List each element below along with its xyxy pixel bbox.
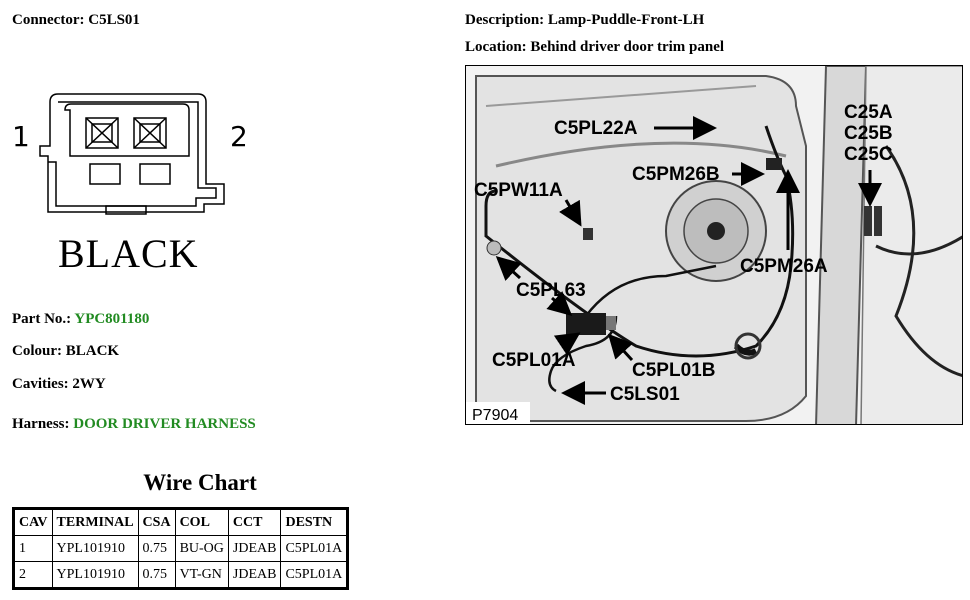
callout-c25a: C25A <box>844 102 893 123</box>
harness: Harness: DOOR DRIVER HARNESS <box>12 416 256 433</box>
location-value: Behind driver door trim panel <box>530 39 725 55</box>
description-value: Lamp-Puddle-Front-LH <box>547 12 705 28</box>
colour: Colour: BLACK <box>12 343 119 360</box>
cell-terminal: YPL101910 <box>51 535 139 562</box>
image-id: P7904 <box>472 407 518 424</box>
cell-col: VT-GN <box>174 561 229 589</box>
callout-c5pl22a: C5PL22A <box>554 118 638 139</box>
table-row: 1 YPL101910 0.75 BU-OG JDEAB C5PL01A <box>13 535 349 562</box>
table-header-row: CAV TERMINAL CSA COL CCT DESTN <box>13 508 349 536</box>
callout-c5pl63: C5PL63 <box>516 280 586 301</box>
header-terminal: TERMINAL <box>51 508 139 536</box>
pin-number-2: 2 <box>230 120 248 153</box>
cell-col: BU-OG <box>174 535 229 562</box>
header-destn: DESTN <box>280 508 349 536</box>
colour-value: BLACK <box>65 343 120 359</box>
connector-face-drawing <box>39 93 225 215</box>
pin-number-1: 1 <box>12 120 30 153</box>
harness-label: Harness: <box>12 416 70 432</box>
part-no-link[interactable]: YPC801180 <box>74 311 150 327</box>
cell-cav: 1 <box>13 535 53 562</box>
table-row: 2 YPL101910 0.75 VT-GN JDEAB C5PL01A <box>13 561 349 589</box>
callout-c25b: C25B <box>844 123 893 144</box>
part-no-label: Part No.: <box>12 311 72 327</box>
location: Location: Behind driver door trim panel <box>465 39 724 56</box>
cell-cav: 2 <box>13 561 53 589</box>
harness-link[interactable]: DOOR DRIVER HARNESS <box>73 416 256 432</box>
callout-c25c: C25C <box>844 144 893 165</box>
cell-destn: C5PL01A <box>280 535 349 562</box>
cavities-value: 2WY <box>72 376 106 392</box>
callout-c5pw11a: C5PW11A <box>474 180 563 201</box>
callout-c5pl01a: C5PL01A <box>492 350 576 371</box>
wire-chart-title: Wire Chart <box>143 470 257 495</box>
description: Description: Lamp-Puddle-Front-LH <box>465 12 704 29</box>
part-no: Part No.: YPC801180 <box>12 311 149 328</box>
connector-id: Connector: C5LS01 <box>12 12 140 29</box>
colour-label: Colour: <box>12 343 62 359</box>
cavities: Cavities: 2WY <box>12 376 106 393</box>
connector-value: C5LS01 <box>88 12 140 28</box>
description-label: Description: <box>465 12 545 28</box>
header-cct: CCT <box>227 508 282 536</box>
wire-chart-table: CAV TERMINAL CSA COL CCT DESTN 1 YPL1019… <box>12 507 350 590</box>
cell-csa: 0.75 <box>137 535 176 562</box>
connector-colour-caption: BLACK <box>58 231 199 276</box>
header-csa: CSA <box>137 508 176 536</box>
door-panel-illustration: C5PL22A C5PM26B C25A C25B C25C C5PW11A C… <box>466 66 962 424</box>
location-label: Location: <box>465 39 527 55</box>
cell-csa: 0.75 <box>137 561 176 589</box>
cell-terminal: YPL101910 <box>51 561 139 589</box>
callout-c5pm26b: C5PM26B <box>632 164 720 185</box>
callout-c5pl01b: C5PL01B <box>632 360 715 381</box>
cell-cct: JDEAB <box>227 561 282 589</box>
connector-label: Connector: <box>12 12 85 28</box>
cavities-label: Cavities: <box>12 376 69 392</box>
header-col: COL <box>174 508 229 536</box>
header-cav: CAV <box>13 508 53 536</box>
cell-cct: JDEAB <box>227 535 282 562</box>
cell-destn: C5PL01A <box>280 561 349 589</box>
connector-location-diagram: C5PL22A C5PM26B C25A C25B C25C C5PW11A C… <box>465 65 963 425</box>
callout-c5ls01: C5LS01 <box>610 384 680 405</box>
callout-c5pm26a: C5PM26A <box>740 256 828 277</box>
